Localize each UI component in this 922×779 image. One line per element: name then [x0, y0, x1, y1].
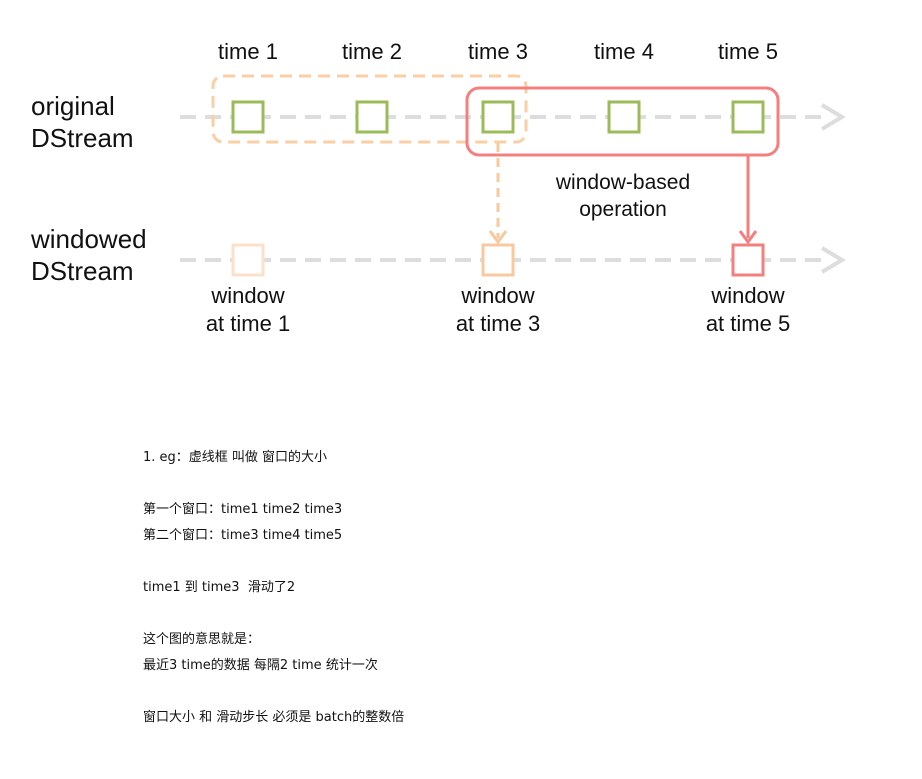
- time-label-2: time 2: [342, 39, 402, 64]
- time-label-3: time 3: [468, 39, 528, 64]
- original-timeline-arrowhead: [820, 103, 846, 131]
- original-dstream-label-line2: DStream: [31, 123, 134, 153]
- window-frame-1-dashed: [211, 74, 528, 144]
- windowed-timeline-arrowhead: [820, 246, 846, 274]
- note-line-2: 第一个窗口：time1 time2 time3: [143, 502, 343, 517]
- note-line-6: 最近3 time的数据 每隔2 time 统计一次: [143, 658, 378, 673]
- dashed-arrow-window-1-head: [488, 230, 508, 245]
- batch-square-time-4: [607, 100, 641, 134]
- window-label-5-line2: at time 5: [706, 311, 790, 336]
- window-label-3-line2: at time 3: [456, 311, 540, 336]
- windowed-dstream-label-line1: windowed: [30, 224, 147, 254]
- operation-label-line2: operation: [579, 198, 667, 221]
- batch-square-time-5: [731, 100, 765, 134]
- time-label-5: time 5: [718, 39, 778, 64]
- note-line-5: 这个图的意思就是：: [143, 632, 261, 647]
- window-square-time-5: [731, 243, 765, 277]
- operation-label-line1: window-based: [555, 171, 690, 194]
- window-label-1-line1: window: [210, 283, 284, 308]
- batch-square-time-1: [231, 100, 265, 134]
- window-square-time-3: [481, 243, 515, 277]
- windowed-dstream-label-line2: DStream: [31, 256, 134, 286]
- note-line-1: 1. eg：虚线框 叫做 窗口的大小: [143, 450, 328, 465]
- note-line-3: 第二个窗口：time3 time4 time5: [143, 528, 343, 543]
- window-label-3-line1: window: [460, 283, 534, 308]
- note-line-4: time1 到 time3 滑动了2: [143, 580, 296, 595]
- window-frame-2-solid: [465, 86, 780, 157]
- time-label-1: time 1: [218, 39, 278, 64]
- window-label-1-line2: at time 1: [206, 311, 290, 336]
- solid-arrow-window-2-head: [738, 230, 758, 245]
- windowed-dstream-diagram: time 1 time 2 time 3 time 4 time 5 origi…: [30, 39, 846, 336]
- batch-square-time-3: [481, 100, 515, 134]
- window-label-5-line1: window: [710, 283, 784, 308]
- window-square-time-1: [231, 243, 265, 277]
- time-label-4: time 4: [594, 39, 654, 64]
- batch-square-time-2: [355, 100, 389, 134]
- note-line-7: 窗口大小 和 滑动步长 必须是 batch的整数倍: [143, 710, 405, 725]
- original-dstream-label-line1: original: [31, 91, 115, 121]
